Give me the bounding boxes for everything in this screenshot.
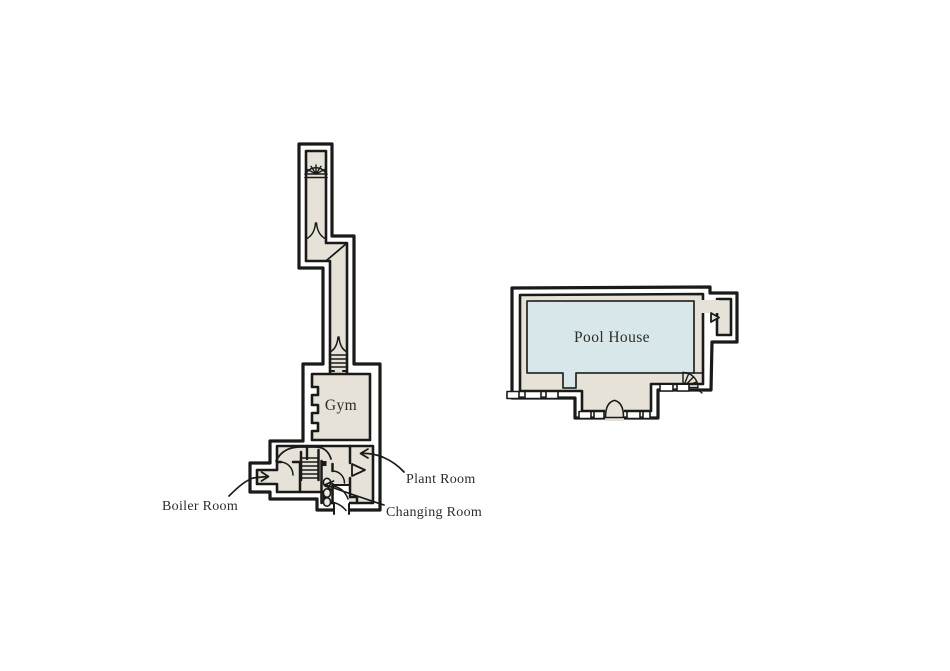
window-symbol — [578, 410, 592, 420]
boiler-door-swing-icon — [279, 461, 294, 476]
door-hinge-block — [321, 461, 327, 466]
window-symbol — [676, 383, 690, 392]
window-symbol — [642, 410, 651, 420]
arrowhead — [359, 448, 369, 459]
window-symbol — [524, 390, 542, 400]
changing-room-label: Changing Room — [386, 505, 482, 520]
vestibule-arch-icon — [275, 446, 332, 462]
boiler-room-arrow — [228, 471, 270, 497]
window-symbol — [626, 410, 641, 420]
pool-house-building — [506, 285, 739, 421]
annex-door-leaf-icon — [710, 312, 720, 323]
south-entrance-jambs — [332, 484, 350, 515]
swimming-pool — [526, 300, 695, 389]
gym-floor — [310, 372, 372, 442]
plant-room-label: Plant Room — [406, 472, 476, 487]
corridor-arch-lower-icon — [329, 336, 348, 353]
window-symbol — [506, 390, 520, 400]
plant-door-leaf-icon — [351, 463, 366, 477]
window-symbol — [545, 390, 559, 400]
changing-room-arrow — [324, 480, 385, 506]
plant-room-walls — [348, 444, 366, 505]
corridor-arch-upper-icon — [305, 222, 327, 240]
gym-room-label: Gym — [325, 397, 357, 414]
gym-building — [248, 142, 382, 515]
corridor-steps-icon — [328, 354, 349, 372]
changing-room-strip — [320, 459, 346, 507]
annotation-arrows — [228, 448, 405, 506]
window-symbol — [659, 383, 674, 392]
annex-opening — [701, 300, 719, 313]
arrowhead — [260, 471, 270, 482]
window-symbol — [593, 410, 605, 420]
plant-room-arrow — [359, 448, 405, 473]
window-symbols — [506, 383, 690, 420]
boiler-room-walls — [275, 460, 302, 494]
pool-house-room-label: Pool House — [574, 329, 650, 346]
corridor-jog-diagonal — [325, 242, 348, 262]
winder-stairs-icon — [304, 164, 328, 179]
arrowhead — [324, 480, 335, 492]
double-door-icon — [604, 399, 625, 421]
boiler-room-label: Boiler Room — [162, 499, 238, 514]
changing-door-swing-icon — [331, 470, 346, 484]
